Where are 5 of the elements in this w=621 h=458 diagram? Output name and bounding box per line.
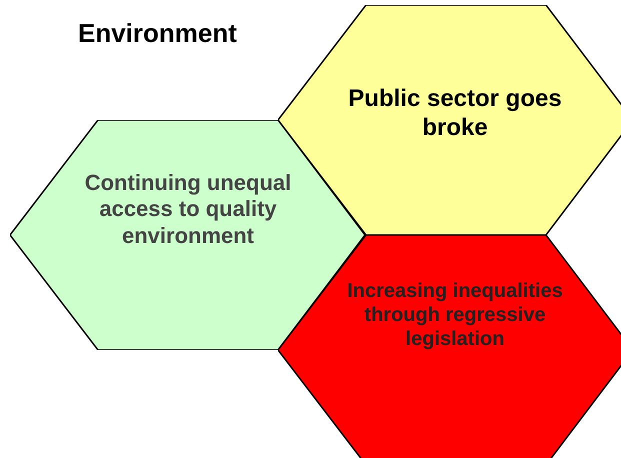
hexagon bbox=[278, 235, 621, 458]
hexagon-label: Public sector goes broke bbox=[347, 85, 563, 143]
hexagon-label: Increasing inequalities through regressive legislation bbox=[346, 279, 564, 351]
hexagon-label: Continuing unequal access to quality environment bbox=[84, 170, 292, 250]
diagram-title: Environment bbox=[78, 18, 237, 49]
